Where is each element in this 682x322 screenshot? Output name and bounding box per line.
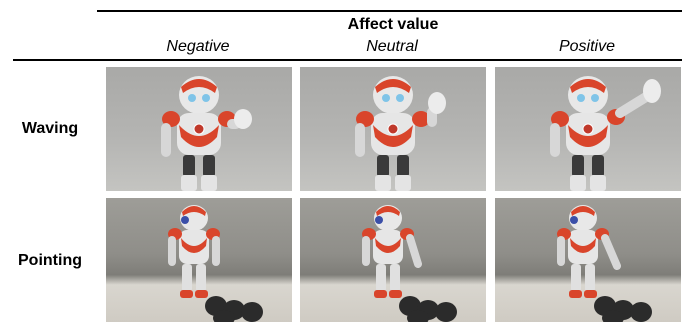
robot-pointing-negative-photo xyxy=(106,198,292,322)
row-label-pointing: Pointing xyxy=(18,252,82,269)
robot-waving-neutral-photo xyxy=(300,67,486,191)
row-label-waving: Waving xyxy=(21,120,79,137)
column-label-neutral: Neutral xyxy=(366,38,418,55)
table-header-rule xyxy=(13,59,682,61)
table-top-rule xyxy=(97,10,682,12)
column-label-negative: Negative xyxy=(166,38,230,55)
robot-waving-negative-photo xyxy=(106,67,292,191)
affect-value-header: Affect value xyxy=(347,16,439,33)
robot-pointing-neutral-photo xyxy=(300,198,486,322)
robot-waving-positive-photo xyxy=(495,67,681,191)
robot-pointing-positive-photo xyxy=(495,198,681,322)
column-label-positive: Positive xyxy=(558,38,616,55)
